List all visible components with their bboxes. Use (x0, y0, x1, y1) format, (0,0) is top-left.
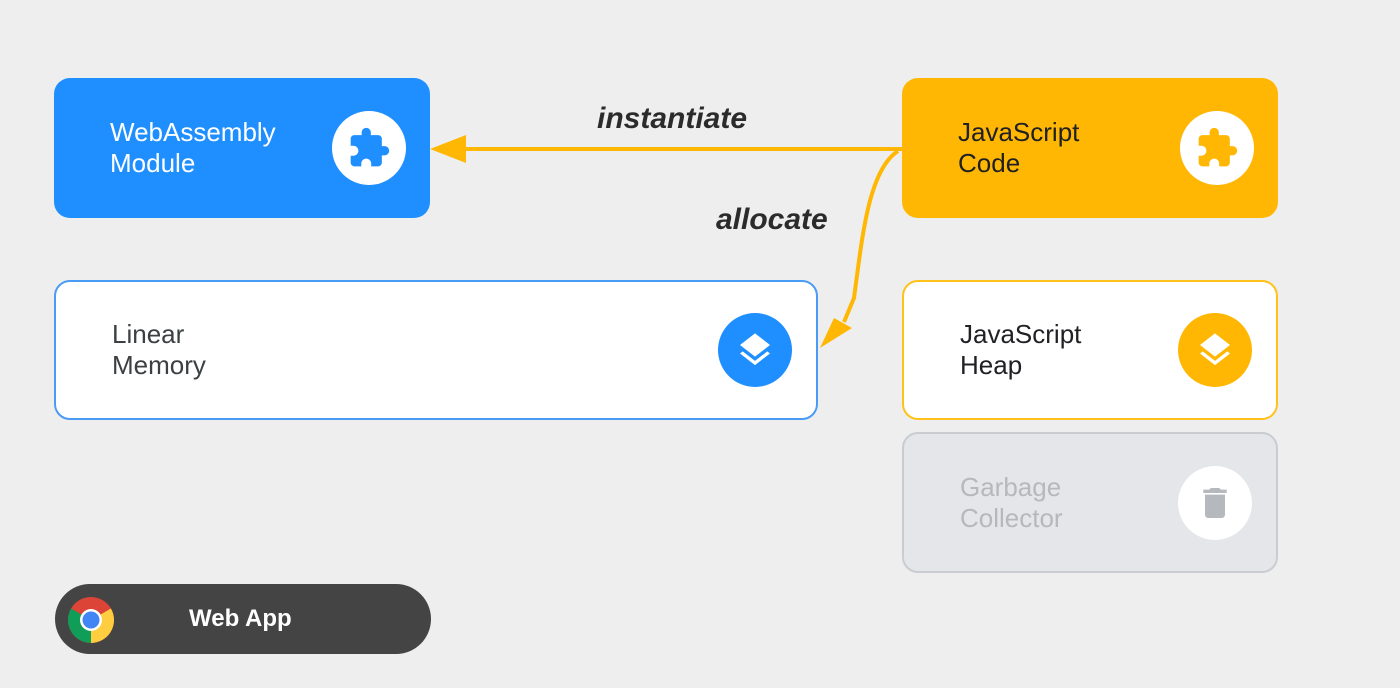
puzzle-icon (332, 111, 406, 185)
garbage-collector-label: Garbage Collector (960, 471, 1063, 533)
layers-icon (1178, 313, 1252, 387)
garbage-collector-node: Garbage Collector (902, 432, 1278, 573)
linear-memory-label: Linear Memory (112, 319, 206, 380)
javascript-heap-node: JavaScript Heap (902, 280, 1278, 420)
web-app-badge: Web App (55, 584, 431, 654)
trash-icon (1178, 465, 1252, 540)
webassembly-module-node: WebAssembly Module (54, 78, 430, 218)
puzzle-icon (1180, 111, 1254, 185)
javascript-heap-label: JavaScript Heap (960, 319, 1082, 380)
javascript-code-node: JavaScript Code (902, 78, 1278, 218)
arrow-allocate (820, 149, 900, 348)
arrow-instantiate (430, 135, 902, 163)
allocate-edge-label: allocate (716, 203, 828, 236)
chrome-icon (67, 597, 115, 643)
web-app-label: Web App (189, 605, 292, 632)
javascript-code-label: JavaScript Code (958, 117, 1080, 178)
instantiate-edge-label: instantiate (597, 102, 748, 135)
webassembly-module-label: WebAssembly Module (110, 117, 276, 178)
layers-icon (718, 313, 792, 387)
linear-memory-node: Linear Memory (54, 280, 818, 420)
